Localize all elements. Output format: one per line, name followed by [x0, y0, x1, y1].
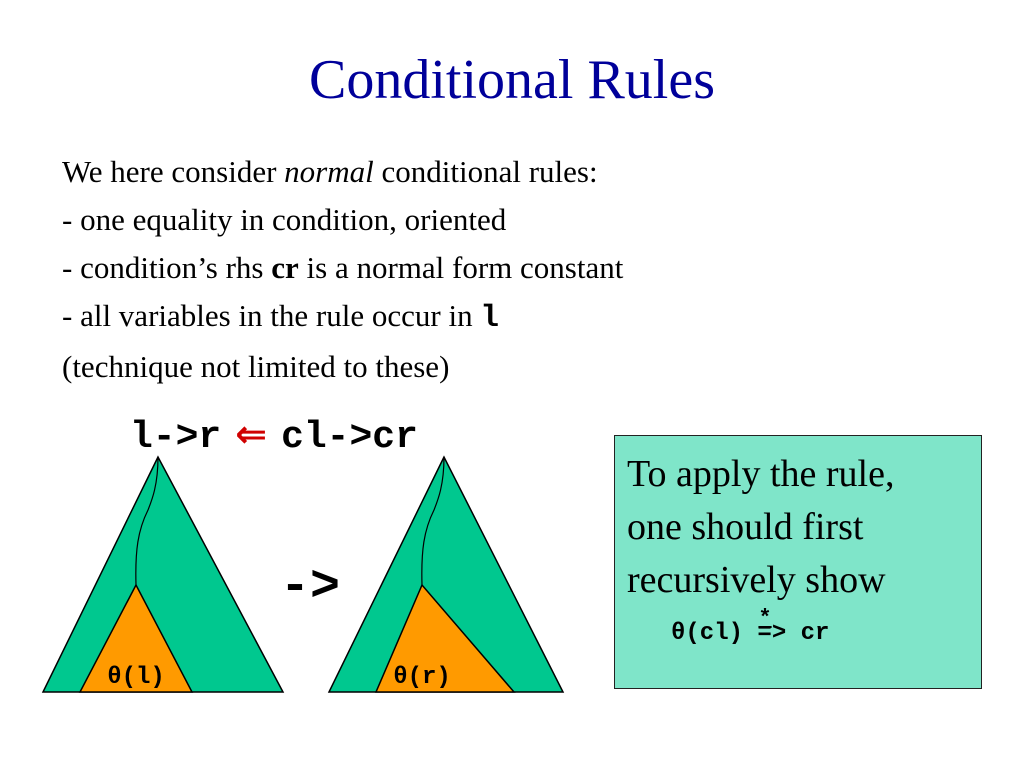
- left-tree-path: [135, 456, 159, 586]
- left-subtree-triangle: [78, 583, 194, 693]
- note-formula: θ(cl) *=> cr: [671, 606, 830, 647]
- right-subtree-triangle: [374, 583, 516, 693]
- right-subtree-label: θ(r): [393, 664, 451, 691]
- right-tree-diagram: θ(r): [327, 455, 565, 693]
- body-text: We here consider normal conditional rule…: [62, 148, 623, 391]
- note-line-3: recursively show: [627, 559, 886, 601]
- note-line-2: one should first: [627, 506, 864, 548]
- rule-lhs: l->r: [130, 416, 222, 459]
- left-tree-diagram: θ(l): [41, 455, 285, 693]
- rewrite-arrow: ->: [280, 559, 341, 616]
- slide-title: Conditional Rules: [309, 49, 715, 111]
- explanation-box: To apply the rule, one should first recu…: [614, 435, 982, 689]
- body-line-5: (technique not limited to these): [62, 349, 450, 384]
- right-tree-path: [421, 456, 445, 586]
- star-icon: *: [758, 606, 772, 631]
- body-line-2: - one equality in condition, oriented: [62, 202, 507, 237]
- cr-bold: cr: [271, 250, 299, 285]
- implied-by-arrow-icon: ⇐: [235, 412, 268, 456]
- reflexive-transitive-arrow: *=> cr: [757, 606, 830, 647]
- left-subtree-label: θ(l): [107, 664, 165, 691]
- rule-formula: l->r ⇐ cl->cr: [130, 410, 418, 462]
- normal-emphasis: normal: [284, 154, 374, 189]
- rule-condition: cl->cr: [281, 416, 418, 459]
- l-code: l: [480, 301, 499, 336]
- note-line-1: To apply the rule,: [627, 453, 895, 495]
- body-line-4: - all variables in the rule occur in l: [62, 298, 499, 336]
- body-line-1: We here consider normal conditional rule…: [62, 154, 598, 189]
- body-line-3: - condition’s rhs cr is a normal form co…: [62, 250, 624, 285]
